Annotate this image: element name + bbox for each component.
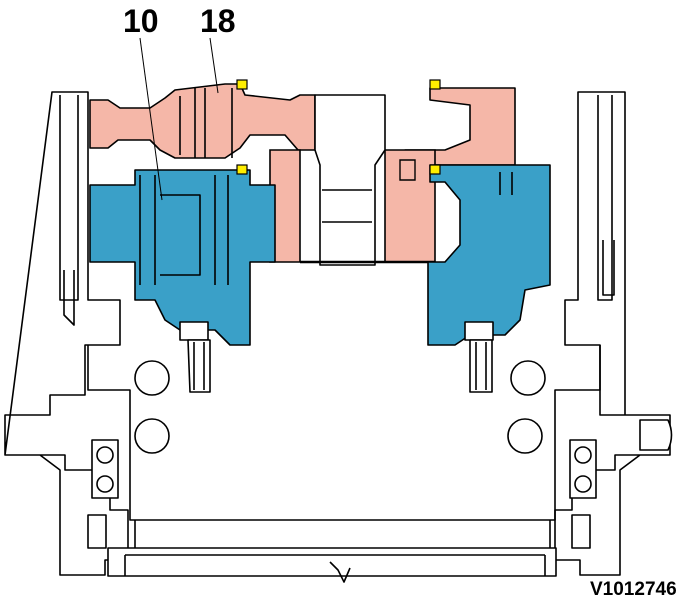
callout-leaders bbox=[139, 37, 219, 201]
pink-component bbox=[89, 83, 516, 263]
bearing-balls bbox=[87, 360, 597, 549]
center-shaft bbox=[300, 94, 435, 266]
callout-18-label: 18 bbox=[200, 3, 236, 39]
yellow-markers bbox=[236, 79, 441, 175]
callout-10-label: 10 bbox=[123, 3, 159, 39]
outer-housing bbox=[4, 91, 673, 583]
blue-component bbox=[89, 164, 551, 393]
figure-id-label: V1012746 bbox=[590, 579, 677, 600]
